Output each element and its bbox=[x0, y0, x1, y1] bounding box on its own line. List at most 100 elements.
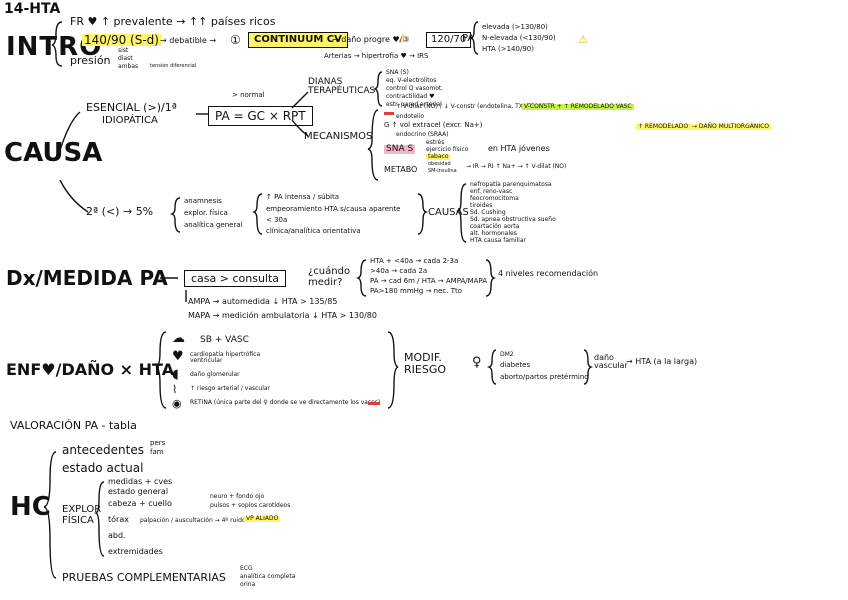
dianas-item-1: eq. V-electrolitos bbox=[386, 77, 437, 84]
causas-item-8: HTA causa familiar bbox=[470, 237, 526, 244]
causas-item-5: Sd. apnea obstructiva sueño bbox=[470, 216, 556, 223]
antecedentes-fam: fam bbox=[150, 448, 164, 456]
warning-icon-2: ⚠ bbox=[578, 33, 588, 46]
causas-item-6: coartación aorta bbox=[470, 223, 520, 230]
female-icon: ♀ bbox=[472, 355, 482, 370]
presion-ambas-note: tensión diferencial bbox=[150, 63, 197, 69]
dianas-item-0: SNA (S) bbox=[386, 69, 409, 76]
sna-item-0: estrés bbox=[426, 139, 445, 146]
metabo-right: → IR → RI ↑ Na+ → ↑ V-dilat (NO) bbox=[466, 163, 567, 170]
mech-metabo: METABO bbox=[384, 165, 418, 174]
secundaria-item-2: < 30a bbox=[266, 216, 288, 224]
dx-ampa: AMPA → automedida ↓ HTA > 135/85 bbox=[188, 297, 338, 306]
causa-dianas: DIANAS TERAPÉUTICAS bbox=[308, 77, 376, 96]
modif-item-2: aborto/partos pretérmino bbox=[500, 373, 589, 381]
mech-g1: ↑ V-dilat (NO) / ↓ V-constr (endotelina,… bbox=[396, 103, 545, 110]
pa-label: PA bbox=[462, 33, 475, 44]
secundaria-label: 2ª (<) → 5% bbox=[86, 205, 154, 218]
secundaria-anamnesis-2: analítica general bbox=[184, 221, 243, 229]
antecedentes-pers: pers bbox=[150, 439, 166, 447]
causa-heading: CAUSA bbox=[4, 138, 103, 168]
dx-casa-box: casa > consulta bbox=[184, 270, 287, 287]
intro-arterias: Arterias → hipertrofia ♥ → IRS bbox=[324, 52, 429, 60]
causa-normal-label: > normal bbox=[232, 91, 265, 99]
cuando-item-1: >40a → cada 2a bbox=[370, 267, 428, 275]
intro-continuum-box: CONTINUUM CV bbox=[248, 32, 348, 48]
hc-explor: EXPLOR FÍSICA bbox=[62, 504, 102, 526]
enf-item-1: cardiopatía hipertrófica ventricular bbox=[190, 351, 261, 364]
enf-modif: MODIF. RIESGO bbox=[404, 351, 447, 377]
causas-item-2: feocromocitoma bbox=[470, 195, 519, 202]
mech-vconstr: V-CONSTR + ↑ REMODELADO VASC bbox=[522, 103, 634, 110]
vessel-icon: ⌇ bbox=[172, 383, 178, 396]
dianas-item-3: contractilidad ♥ bbox=[386, 93, 435, 100]
causas-item-7: alt. hormonales bbox=[470, 230, 517, 237]
enf-result: → HTA (a la larga) bbox=[626, 357, 698, 366]
heart-icon: ♥ bbox=[172, 349, 184, 364]
intro-ratio-box: 120/70 bbox=[426, 32, 472, 48]
dianas-item-4: estr. pared arterial bbox=[386, 101, 442, 108]
secundaria-causas: CAUSAS bbox=[428, 207, 469, 218]
causa-formula-box: PA = GC × RPT bbox=[208, 106, 313, 126]
explor-item-4: abd. bbox=[108, 531, 126, 540]
presion-diast: diast bbox=[118, 55, 133, 62]
pa-elevada: elevada (>130/80) bbox=[482, 23, 548, 31]
intro-dano: → daño progre ♥/③ bbox=[332, 35, 410, 44]
kidney-icon: ◖ bbox=[172, 367, 179, 382]
causa-esencial: ESENCIAL (>)/1ª bbox=[86, 101, 177, 114]
modif-item-1: diabetes bbox=[500, 361, 531, 369]
secundaria-item-0: ↑ PA intensa / súbita bbox=[266, 193, 339, 201]
causas-item-1: enf. reno-vasc bbox=[470, 188, 513, 195]
intro-circle: ① bbox=[230, 33, 241, 47]
dx-cuando: ¿cuándo medir? bbox=[308, 266, 351, 288]
enf-heading: ENF♥/DAÑO × HTA bbox=[6, 360, 175, 379]
pa-n-elevada: N-elevada (<130/90) bbox=[482, 34, 556, 42]
valoracion-heading: VALORACIÓN PA - tabla bbox=[10, 419, 137, 432]
explor-item-1: estado general bbox=[108, 487, 169, 496]
sna-jovenes: en HTA jóvenes bbox=[488, 144, 550, 153]
page-title: 14-HTA bbox=[4, 1, 61, 17]
pruebas-item-0: ECG bbox=[240, 565, 253, 572]
mech-endocrino: endocrino (SRAA) bbox=[396, 131, 449, 138]
causa-idiopatica: IDIOPÁTICA bbox=[102, 115, 158, 126]
torax-note: palpación / auscultación → 4º ruido AUS bbox=[140, 517, 260, 524]
enf-item-3: ↑ riesgo arterial / vascular bbox=[190, 385, 271, 392]
presion-ambas: ambas bbox=[118, 63, 139, 70]
dianas-item-2: control Q vasomot. bbox=[386, 85, 444, 92]
cuello-sub-0: neuro + fondo ojo bbox=[210, 493, 265, 500]
sna-item-2: tabaco bbox=[426, 153, 451, 160]
sna-item-1: ejercicio físico bbox=[426, 146, 469, 153]
pruebas-item-2: orina bbox=[240, 581, 256, 588]
hc-antecedentes: antecedentes bbox=[62, 443, 144, 457]
presion-sist: sist bbox=[118, 47, 129, 54]
red-bar-2 bbox=[368, 402, 380, 405]
intro-line1: FR ♥ ↑ prevalente → ↑↑ países ricos bbox=[70, 15, 276, 28]
enf-item-4: RETINA (única parte del ♀ donde se ve di… bbox=[190, 399, 381, 406]
hc-estado: estado actual bbox=[62, 461, 144, 475]
secundaria-item-1: empeoramiento HTA s/causa aparente bbox=[266, 205, 401, 213]
causas-item-4: Sd. Cushing bbox=[470, 209, 506, 216]
enf-item-2: daño glomerular bbox=[190, 371, 240, 378]
mech-remodelado: ↑ REMODELADO bbox=[636, 123, 691, 130]
hc-heading: HC bbox=[10, 492, 51, 522]
metabo-item-1: SM-insulina bbox=[428, 168, 457, 174]
hc-pruebas: PRUEBAS COMPLEMENTARIAS bbox=[62, 571, 226, 584]
dx-niveles: 4 niveles recomendación bbox=[498, 269, 599, 278]
hc-vp: VP ALIADO bbox=[244, 515, 281, 522]
enf-dano-vascular: daño vascular bbox=[594, 353, 628, 370]
pa-hta: HTA (>140/90) bbox=[482, 45, 534, 53]
cuando-item-0: HTA + <40a → cada 2-3a bbox=[370, 257, 459, 265]
enf-item-0: SB + VASC bbox=[200, 335, 249, 345]
cuando-item-2: PA → cad 6m / HTA → AMPA/MAPA bbox=[370, 277, 488, 285]
mech-sna-s: SNA S bbox=[384, 144, 416, 154]
intro-presion: presión bbox=[70, 54, 111, 67]
intro-debatible: → debatible → bbox=[160, 36, 217, 45]
eye-icon: ◉ bbox=[172, 397, 182, 410]
explor-item-2: cabeza + cuello bbox=[108, 499, 172, 508]
causas-item-0: nefropatía parenquimatosa bbox=[470, 181, 552, 188]
intro-values: 140/90 (S-d) bbox=[82, 33, 161, 47]
mech-endotelio: endotelio bbox=[396, 113, 425, 120]
causa-mecanismos: MECANISMOS bbox=[304, 131, 373, 142]
cuando-item-3: PA>180 mmHg → nec. Tto bbox=[370, 287, 463, 295]
mech-dano: → DAÑO MULTIORGÁNICO bbox=[690, 123, 772, 130]
